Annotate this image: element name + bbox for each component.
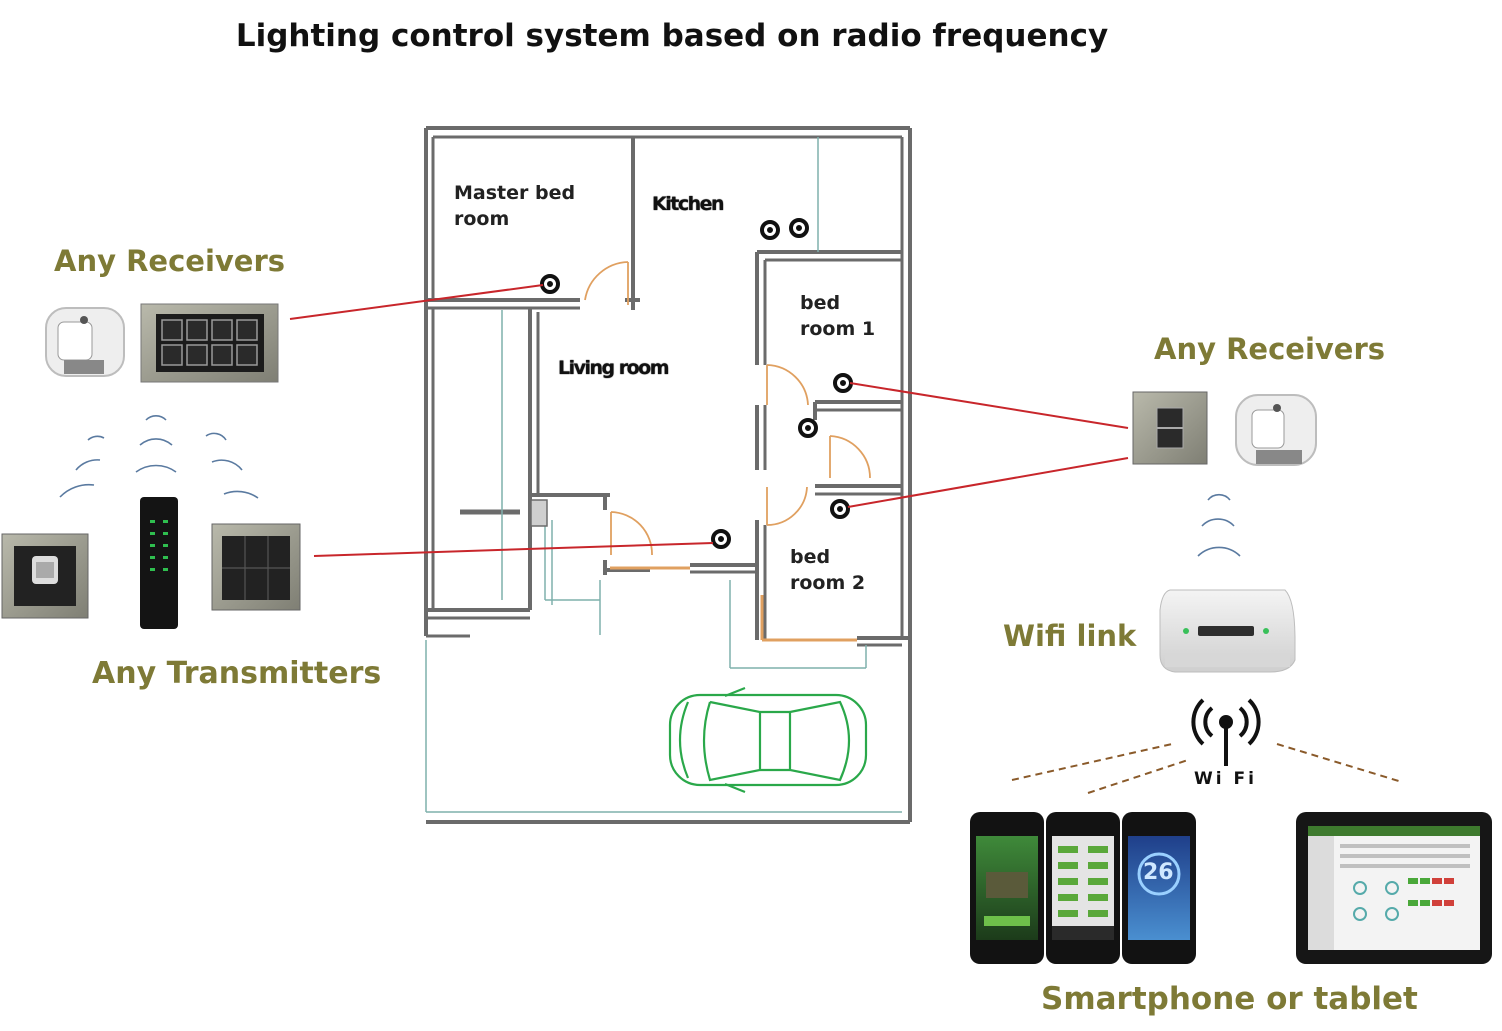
room-label-bed1: bed room 1 <box>800 290 875 342</box>
wifi-icon <box>1191 698 1261 766</box>
router-icon <box>1159 589 1296 673</box>
eight-button-panel-icon <box>140 303 279 383</box>
label-receivers-right: Any Receivers <box>1154 332 1386 366</box>
smartphone-icon-2 <box>1046 812 1120 964</box>
receiver-module-icon-right <box>1235 394 1317 466</box>
radio-waves-icon <box>59 415 259 499</box>
light-points <box>540 218 853 549</box>
remote-control-icon <box>140 497 178 629</box>
wifi-links <box>1011 743 1403 794</box>
rf-links <box>289 284 1129 557</box>
room-label-bed2-line2: room 2 <box>790 572 866 594</box>
room-label-master-line1: Master bed <box>454 182 576 204</box>
light-bed2 <box>830 499 850 519</box>
label-transmitters: Any Transmitters <box>92 656 382 691</box>
room-label-bed2: bed room 2 <box>790 544 865 596</box>
receiver-module-icon <box>45 307 125 377</box>
room-label-living: Living room <box>558 357 670 379</box>
doors <box>584 261 871 556</box>
smartphone-icon-1 <box>970 812 1044 964</box>
light-master <box>540 274 560 294</box>
label-wifi-link: Wifi link <box>1003 619 1137 653</box>
tablet-icon <box>1296 812 1492 964</box>
phone-temperature: 26 <box>1143 860 1174 885</box>
label-receivers-left: Any Receivers <box>54 244 286 278</box>
light-living <box>711 529 731 549</box>
room-label-master: Master bed room <box>454 180 575 232</box>
light-kitchen-1 <box>760 220 780 240</box>
room-label-bed1-line1: bed <box>800 292 841 314</box>
rotary-dimmer-icon <box>1 533 89 619</box>
six-button-switch-icon <box>211 523 301 611</box>
car-icon <box>668 686 868 794</box>
router-waves-icon <box>1197 493 1241 557</box>
diagram-title: Lighting control system based on radio f… <box>235 18 1109 54</box>
floor-plan <box>424 126 912 824</box>
room-label-master-line2: room <box>454 208 510 230</box>
smartphone-icon-3 <box>1122 812 1196 964</box>
room-label-bed2-line1: bed <box>790 546 831 568</box>
room-label-bed1-line2: room 1 <box>800 318 876 340</box>
label-devices: Smartphone or tablet <box>1041 981 1418 1017</box>
light-hall <box>798 418 818 438</box>
light-kitchen-2 <box>789 218 809 238</box>
room-label-kitchen: Kitchen <box>652 193 725 215</box>
wifi-badge-text: Wi Fi <box>1194 769 1257 789</box>
column <box>530 499 548 527</box>
two-gang-switch-icon <box>1132 391 1208 465</box>
